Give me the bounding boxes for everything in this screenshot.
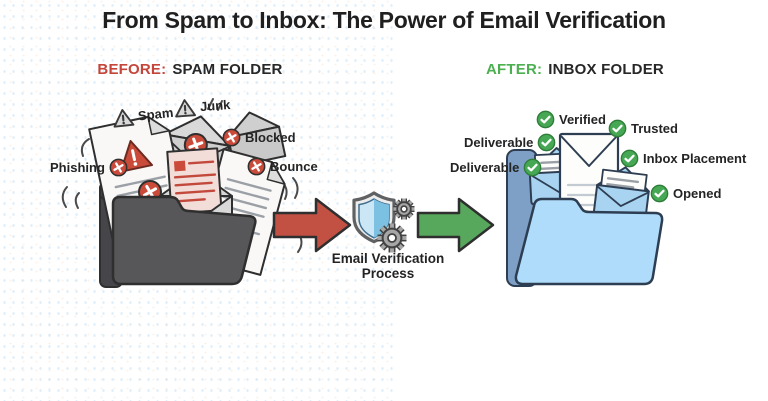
label-blocked-text: Blocked bbox=[245, 130, 296, 145]
green-arrow-right-icon bbox=[416, 197, 495, 253]
check-circle-icon bbox=[537, 133, 556, 152]
red-arrow-right-icon bbox=[272, 197, 352, 253]
label-inbox-placement: Inbox Placement bbox=[620, 149, 746, 168]
label-phishing-text: Phishing bbox=[50, 160, 105, 175]
gear-icon bbox=[378, 224, 407, 253]
label-deliverable-bottom-text: Deliverable bbox=[450, 160, 520, 175]
spam-folder-front bbox=[111, 195, 257, 286]
gear-icon bbox=[394, 199, 415, 220]
check-circle-icon bbox=[650, 184, 669, 203]
label-verified-text: Verified bbox=[559, 112, 606, 127]
label-opened-text: Opened bbox=[673, 186, 722, 201]
after-heading: AFTER: INBOX FOLDER bbox=[455, 61, 695, 78]
verification-process-illustration bbox=[272, 191, 495, 253]
inbox-folder-front bbox=[514, 197, 664, 286]
after-heading-label: INBOX FOLDER bbox=[548, 61, 664, 78]
warning-triangle-icon bbox=[111, 107, 135, 128]
before-heading-label: SPAM FOLDER bbox=[172, 61, 283, 78]
label-phishing: Phishing bbox=[50, 158, 128, 177]
label-opened: Opened bbox=[650, 184, 721, 203]
label-spam-text: Spam bbox=[137, 104, 175, 124]
process-label: Email Verification Process bbox=[323, 251, 453, 281]
label-inbox-placement-text: Inbox Placement bbox=[643, 151, 747, 166]
process-label-line2: Process bbox=[361, 266, 415, 281]
label-trusted: Trusted bbox=[608, 119, 678, 138]
after-prefix-label: AFTER: bbox=[486, 61, 543, 78]
label-blocked: Blocked bbox=[222, 128, 296, 147]
check-circle-icon bbox=[608, 119, 627, 138]
page-title: From Spam to Inbox: The Power of Email V… bbox=[102, 7, 666, 33]
check-circle-icon bbox=[620, 149, 639, 168]
before-prefix-label: BEFORE: bbox=[97, 61, 167, 78]
label-junk: Junk bbox=[173, 95, 231, 118]
opened-envelope bbox=[592, 166, 650, 221]
warning-triangle-icon bbox=[173, 97, 197, 118]
x-circle-icon bbox=[109, 158, 128, 177]
check-circle-icon bbox=[536, 110, 555, 129]
motion-marks-left bbox=[61, 98, 303, 253]
x-circle-icon bbox=[222, 128, 241, 147]
check-circle-icon bbox=[523, 158, 542, 177]
label-deliverable-bottom: Deliverable bbox=[450, 158, 542, 177]
label-deliverable-top: Deliverable bbox=[464, 133, 556, 152]
spam-folder-illustration bbox=[61, 98, 303, 288]
label-trusted-text: Trusted bbox=[631, 121, 678, 136]
process-label-line1: Email Verification bbox=[331, 251, 445, 266]
x-circle-icon bbox=[247, 157, 266, 176]
label-bounce: Bounce bbox=[247, 157, 318, 176]
label-deliverable-top-text: Deliverable bbox=[464, 135, 534, 150]
label-verified: Verified bbox=[536, 110, 606, 129]
label-spam: Spam bbox=[111, 103, 174, 128]
label-bounce-text: Bounce bbox=[270, 159, 318, 174]
inbox-folder-illustration bbox=[506, 132, 664, 287]
before-heading: BEFORE: SPAM FOLDER bbox=[60, 61, 320, 78]
label-junk-text: Junk bbox=[199, 97, 231, 115]
